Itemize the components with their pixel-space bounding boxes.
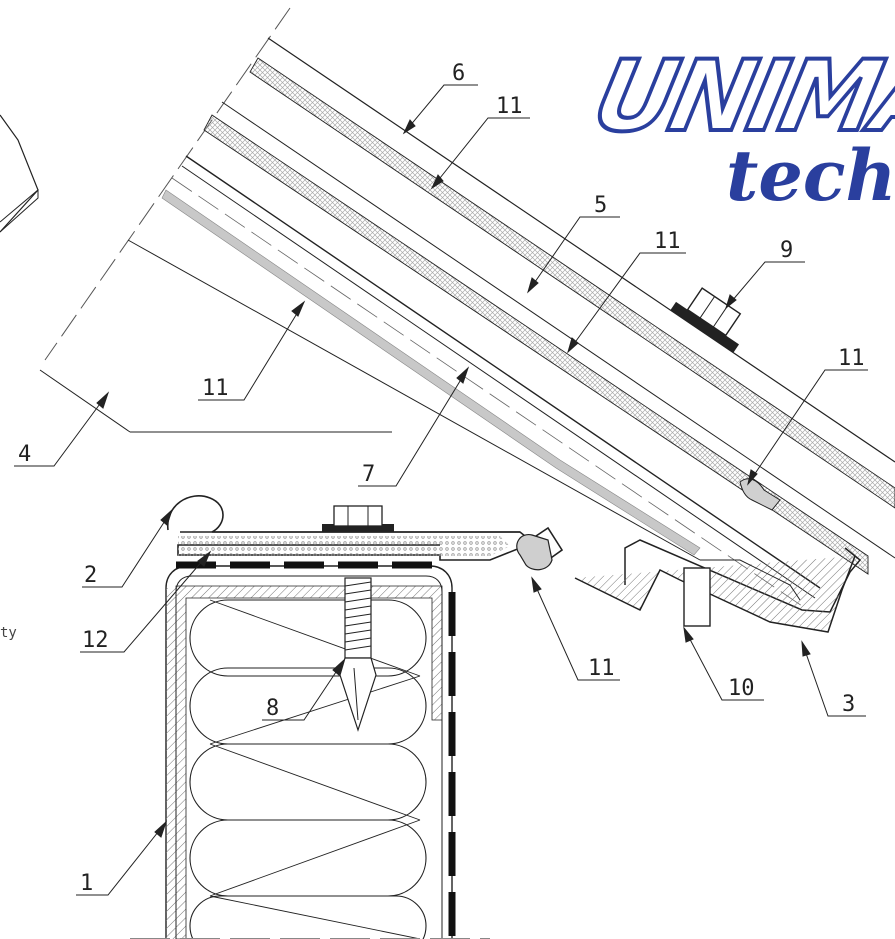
logo-word: UNIMA (585, 40, 895, 154)
callout-9: 9 (780, 238, 793, 263)
gutter-fastener (322, 505, 394, 532)
callout-5: 5 (594, 193, 607, 218)
callout-2: 2 (84, 563, 97, 588)
callout-11-left: 11 (202, 376, 229, 401)
callout-7: 7 (362, 462, 375, 487)
callout-1: 1 (80, 871, 93, 896)
spacer-block (683, 567, 711, 627)
logo-subword: tech (726, 134, 895, 217)
callout-6: 6 (452, 61, 465, 86)
callout-11-top: 11 (496, 94, 523, 119)
callout-10: 10 (728, 676, 755, 701)
callout-labels: 6 11 5 11 9 11 11 4 7 2 12 8 11 10 3 1 t… (0, 61, 865, 896)
self-drilling-screw (339, 577, 377, 732)
callout-3: 3 (842, 692, 855, 717)
leader-lines (14, 84, 868, 896)
wall-panel (130, 561, 490, 939)
side-note-text: ty (0, 625, 17, 641)
left-wedge-shape (0, 114, 39, 233)
roof-panel (39, 7, 895, 611)
callout-12: 12 (82, 628, 109, 653)
callout-4: 4 (18, 442, 31, 467)
callout-11-bottom: 11 (588, 656, 615, 681)
ridge-flashing-profile (574, 478, 862, 633)
callout-8: 8 (266, 696, 279, 721)
ridge-fastener (670, 287, 742, 353)
unima-tech-logo: UNIMA tech (583, 38, 895, 217)
callout-11-mid: 11 (654, 229, 681, 254)
callout-11-right: 11 (838, 346, 865, 371)
